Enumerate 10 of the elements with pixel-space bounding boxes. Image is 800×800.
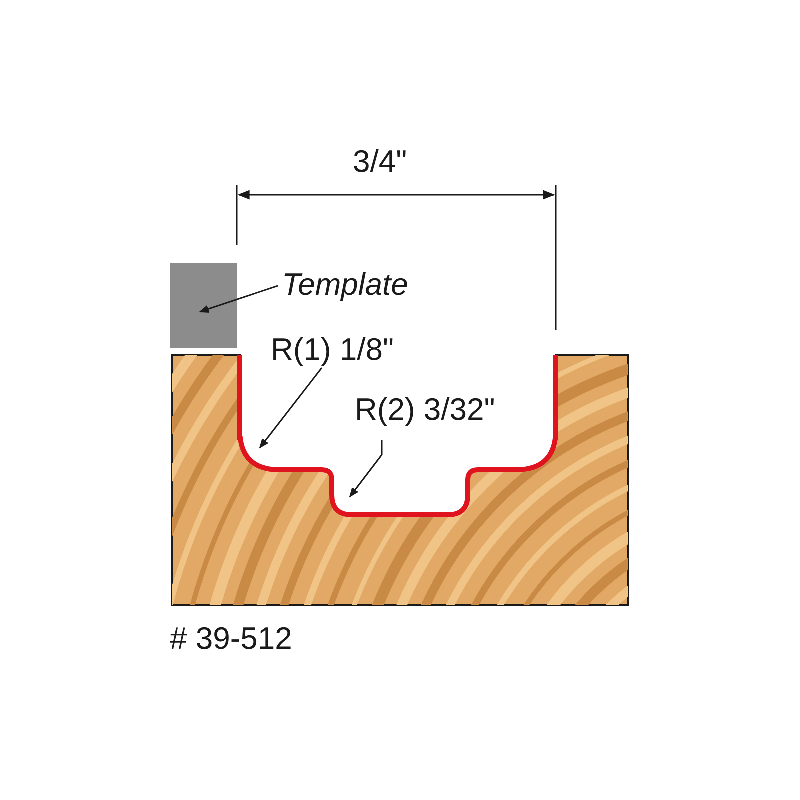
leader-line: [349, 440, 383, 498]
cut-profile-drawing: [237, 436, 559, 518]
leader-line: [199, 285, 278, 313]
template-block: [170, 263, 237, 348]
leader-line: [259, 368, 323, 449]
radius-label: R(2) 3/32": [355, 393, 496, 428]
template-label: Template: [282, 268, 408, 302]
radius-label: R(1) 1/8": [271, 333, 394, 368]
dimension-label: 3/4": [353, 145, 408, 180]
part-number: # 39-512: [170, 622, 292, 656]
